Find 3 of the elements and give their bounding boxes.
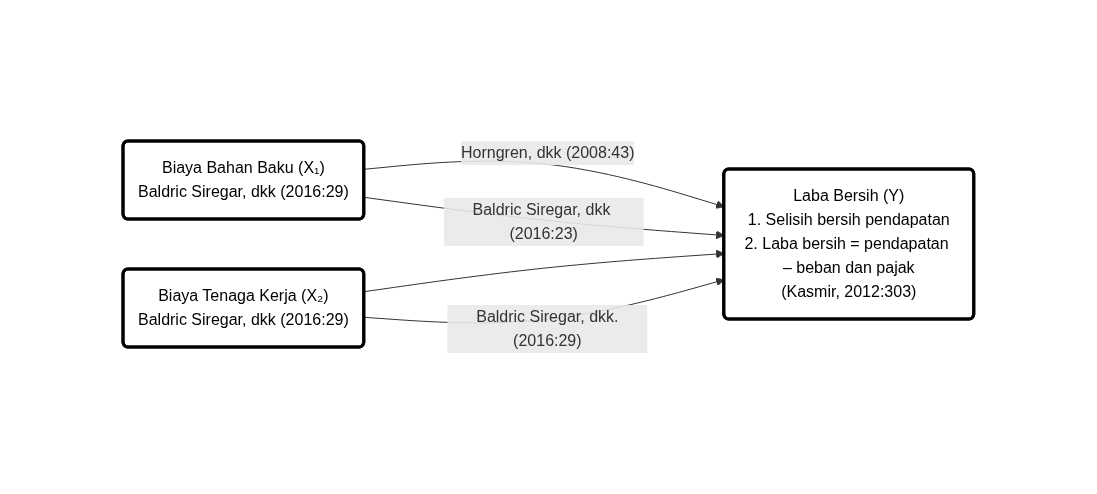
edge-label: Horngren, dkk (2008:43) [461,144,635,162]
edge-label: Baldric Siregar, dkk.(2016:29) [476,308,619,349]
edge-label: Baldric Siregar, dkk (2016:23) [472,200,611,242]
